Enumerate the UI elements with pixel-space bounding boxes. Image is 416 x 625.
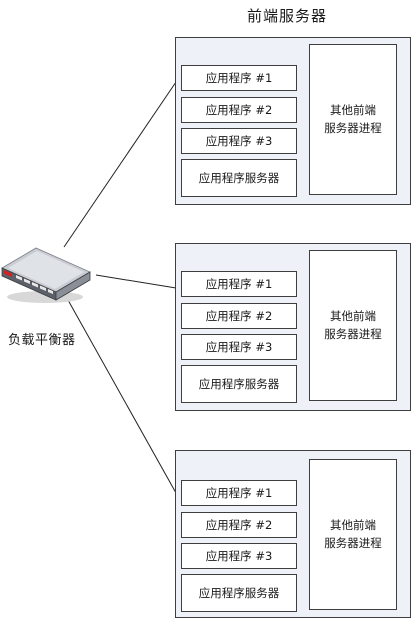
other-processes-line1: 其他前端 — [330, 102, 376, 117]
front-end-server-1: 应用程序 #1 应用程序 #2 应用程序 #3 应用程序服务器 其他前端 服务器… — [175, 37, 411, 205]
other-front-end-processes-box: 其他前端 服务器进程 — [309, 44, 397, 195]
load-balancer-label: 负载平衡器 — [8, 333, 76, 348]
application-server-box: 应用程序服务器 — [181, 574, 297, 612]
other-processes-line1: 其他前端 — [330, 517, 376, 532]
connector-line-server-3 — [67, 299, 177, 494]
front-end-server-3: 应用程序 #1 应用程序 #2 应用程序 #3 应用程序服务器 其他前端 服务器… — [175, 450, 411, 618]
other-processes-line2: 服务器进程 — [324, 120, 382, 135]
application-server-box: 应用程序服务器 — [181, 365, 297, 403]
application-box: 应用程序 #2 — [181, 97, 297, 123]
application-box: 应用程序 #1 — [181, 271, 297, 297]
application-box: 应用程序 #2 — [181, 512, 297, 538]
other-front-end-processes-box: 其他前端 服务器进程 — [309, 459, 397, 610]
application-box: 应用程序 #1 — [181, 480, 297, 506]
connector-line-server-1 — [63, 81, 177, 248]
load-balancer-icon — [1, 247, 91, 303]
application-box: 应用程序 #1 — [181, 65, 297, 91]
application-server-box: 应用程序服务器 — [181, 159, 297, 197]
other-processes-line1: 其他前端 — [330, 308, 376, 323]
connector-line-server-2 — [95, 274, 177, 289]
application-box: 应用程序 #2 — [181, 303, 297, 329]
other-front-end-processes-box: 其他前端 服务器进程 — [309, 250, 397, 401]
front-end-server-2: 应用程序 #1 应用程序 #2 应用程序 #3 应用程序服务器 其他前端 服务器… — [175, 243, 411, 411]
other-processes-line2: 服务器进程 — [324, 535, 382, 550]
application-box: 应用程序 #3 — [181, 543, 297, 569]
front-end-servers-title: 前端服务器 — [246, 7, 327, 25]
other-processes-line2: 服务器进程 — [324, 326, 382, 341]
application-box: 应用程序 #3 — [181, 128, 297, 154]
application-box: 应用程序 #3 — [181, 334, 297, 360]
